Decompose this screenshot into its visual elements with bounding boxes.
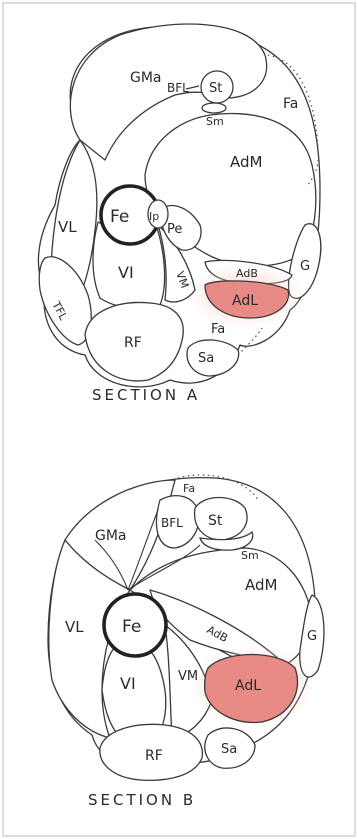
section-b-label-bfl: BFL bbox=[161, 516, 183, 530]
section-a-label-sa: Sa bbox=[198, 351, 214, 366]
section-a-label-ip: Ip bbox=[149, 210, 159, 223]
section-a-label-adl: AdL bbox=[232, 293, 258, 309]
section-b-label-vl: VL bbox=[65, 618, 84, 636]
section-b-title: SECTION B bbox=[88, 791, 196, 809]
section-a-label-bfl: BFL bbox=[167, 81, 189, 95]
section-b-label-rf: RF bbox=[145, 748, 163, 764]
section-a-label-st: St bbox=[209, 81, 222, 96]
section-a-label-sm: Sm bbox=[206, 115, 224, 128]
section-a-label-rf: RF bbox=[124, 335, 142, 351]
section-b-label-fe: Fe bbox=[122, 617, 141, 637]
section-b-label-adl: AdL bbox=[235, 678, 261, 694]
section-a-label-fa: Fa bbox=[283, 96, 298, 112]
section-a-diagram: GMa Fa BFL St Sm AdM Fe Ip Pe VL VI VM A… bbox=[38, 24, 320, 387]
section-a-label-g: G bbox=[300, 259, 310, 274]
section-a-label-vi: VI bbox=[118, 263, 134, 282]
section-b-label-gma: GMa bbox=[95, 528, 127, 544]
section-b-label-vi: VI bbox=[120, 674, 136, 693]
section-b-label-fa: Fa bbox=[183, 482, 195, 495]
section-a-label-gma: GMa bbox=[130, 70, 162, 86]
section-b-label-sm: Sm bbox=[241, 549, 259, 562]
section-b-diagram: Fa GMa BFL St Sm AdM VL Fe AdB G VI VM A… bbox=[48, 475, 324, 780]
section-b-label-adm: AdM bbox=[245, 576, 277, 594]
section-a-sm-shape bbox=[202, 103, 226, 113]
section-b-label-st: St bbox=[208, 513, 223, 529]
section-b-label-sa: Sa bbox=[221, 742, 237, 757]
section-a-label-pe: Pe bbox=[167, 222, 182, 237]
section-b-label-vm: VM bbox=[178, 669, 198, 684]
section-a-label-adm: AdM bbox=[230, 153, 262, 171]
section-a-label-fa2: Fa bbox=[211, 322, 225, 337]
section-a-label-vl: VL bbox=[58, 218, 77, 236]
section-a-label-adb: AdB bbox=[236, 267, 258, 280]
section-b-label-g: G bbox=[307, 629, 317, 644]
section-a-label-fe: Fe bbox=[110, 207, 129, 227]
section-a-title: SECTION A bbox=[92, 386, 200, 404]
